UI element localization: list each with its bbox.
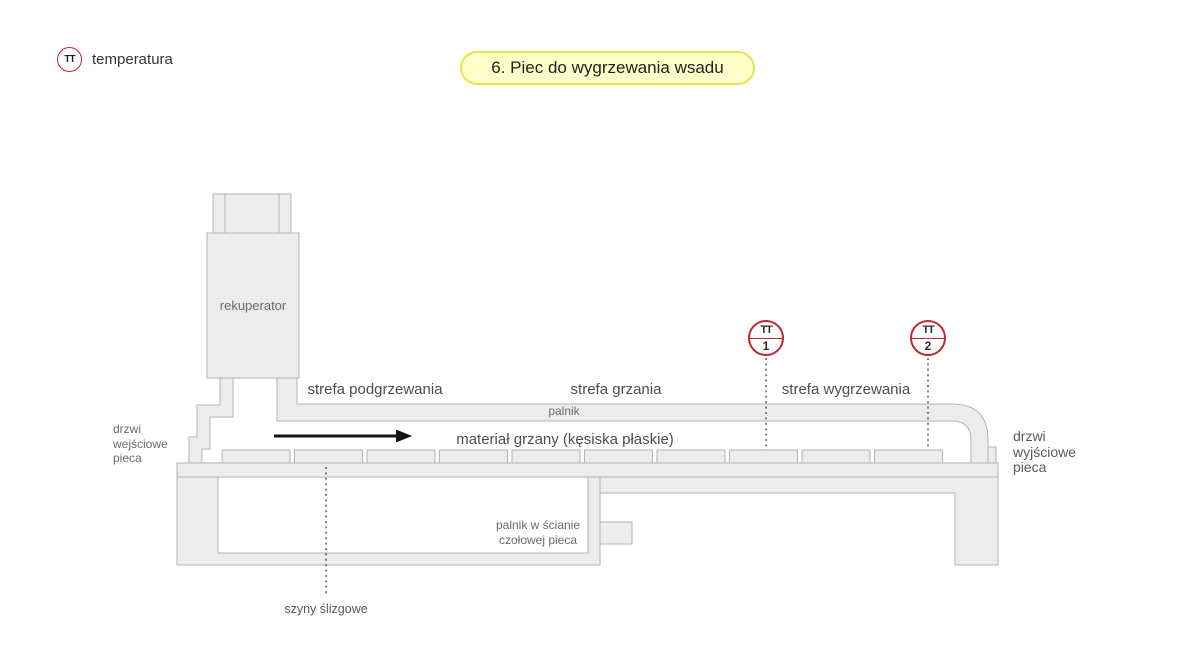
front-wall-burner-line2: czołowej pieca	[498, 533, 578, 547]
slab	[366, 449, 436, 464]
zone-label-soaking: strefa wygrzewania	[781, 381, 911, 398]
inlet-door-line1: drzwi	[113, 422, 142, 436]
sensor-1-symbol: TT	[750, 322, 782, 339]
flow-arrow	[274, 429, 412, 443]
slab	[656, 449, 726, 464]
legend-temperature-label: temperatura	[92, 51, 173, 68]
right-foundation	[599, 476, 999, 566]
sensor-2-symbol: TT	[912, 322, 944, 339]
front-wall-burner-block	[599, 521, 633, 545]
slab	[801, 449, 871, 464]
slab	[294, 449, 363, 464]
recuperator-body	[206, 232, 300, 379]
heated-slabs	[221, 449, 943, 464]
inlet-door-label: drzwi wejściowe pieca	[113, 422, 168, 466]
slab	[874, 449, 943, 464]
zone-label-preheating: strefa podgrzewania	[307, 381, 443, 398]
legend-temperature-icon: TT	[57, 47, 82, 72]
skid-rails-label: szyny ślizgowe	[284, 602, 368, 616]
temperature-sensor-1: TT 1	[748, 320, 784, 356]
inlet-door-line2: wejściowe	[113, 436, 168, 451]
page-title: 6. Piec do wygrzewania wsadu	[460, 51, 755, 85]
recuperator-label: rekuperator	[219, 298, 287, 313]
outlet-door-line2: wyjściowe	[1013, 443, 1077, 460]
slab	[439, 449, 508, 464]
hearth-band	[176, 462, 999, 478]
front-wall-burner-label: palnik w ścianie czołowej pieca	[496, 518, 580, 548]
sensor-2-number: 2	[924, 339, 932, 354]
inlet-door-line3: pieca	[113, 451, 142, 465]
roof-burner-label: palnik	[548, 404, 580, 418]
slab	[221, 449, 291, 464]
outlet-door-label: drzwi wyjściowe pieca	[1013, 428, 1077, 476]
slab	[584, 449, 653, 464]
slab	[729, 449, 798, 464]
temperature-sensor-2: TT 2	[910, 320, 946, 356]
front-wall-burner-line1: palnik w ścianie	[495, 518, 581, 532]
outlet-door-line3: pieca	[1013, 459, 1047, 475]
sensor-1-number: 1	[762, 339, 770, 354]
zone-label-heating: strefa grzania	[570, 381, 662, 398]
roof-burner-duct	[276, 377, 989, 464]
heated-material-label: materiał grzany (kęsiska płaskie)	[456, 431, 674, 448]
outlet-door-line1: drzwi	[1013, 428, 1046, 444]
slab	[511, 449, 581, 464]
recuperator-chimney	[212, 193, 292, 234]
left-foundation-cavity	[217, 476, 589, 554]
